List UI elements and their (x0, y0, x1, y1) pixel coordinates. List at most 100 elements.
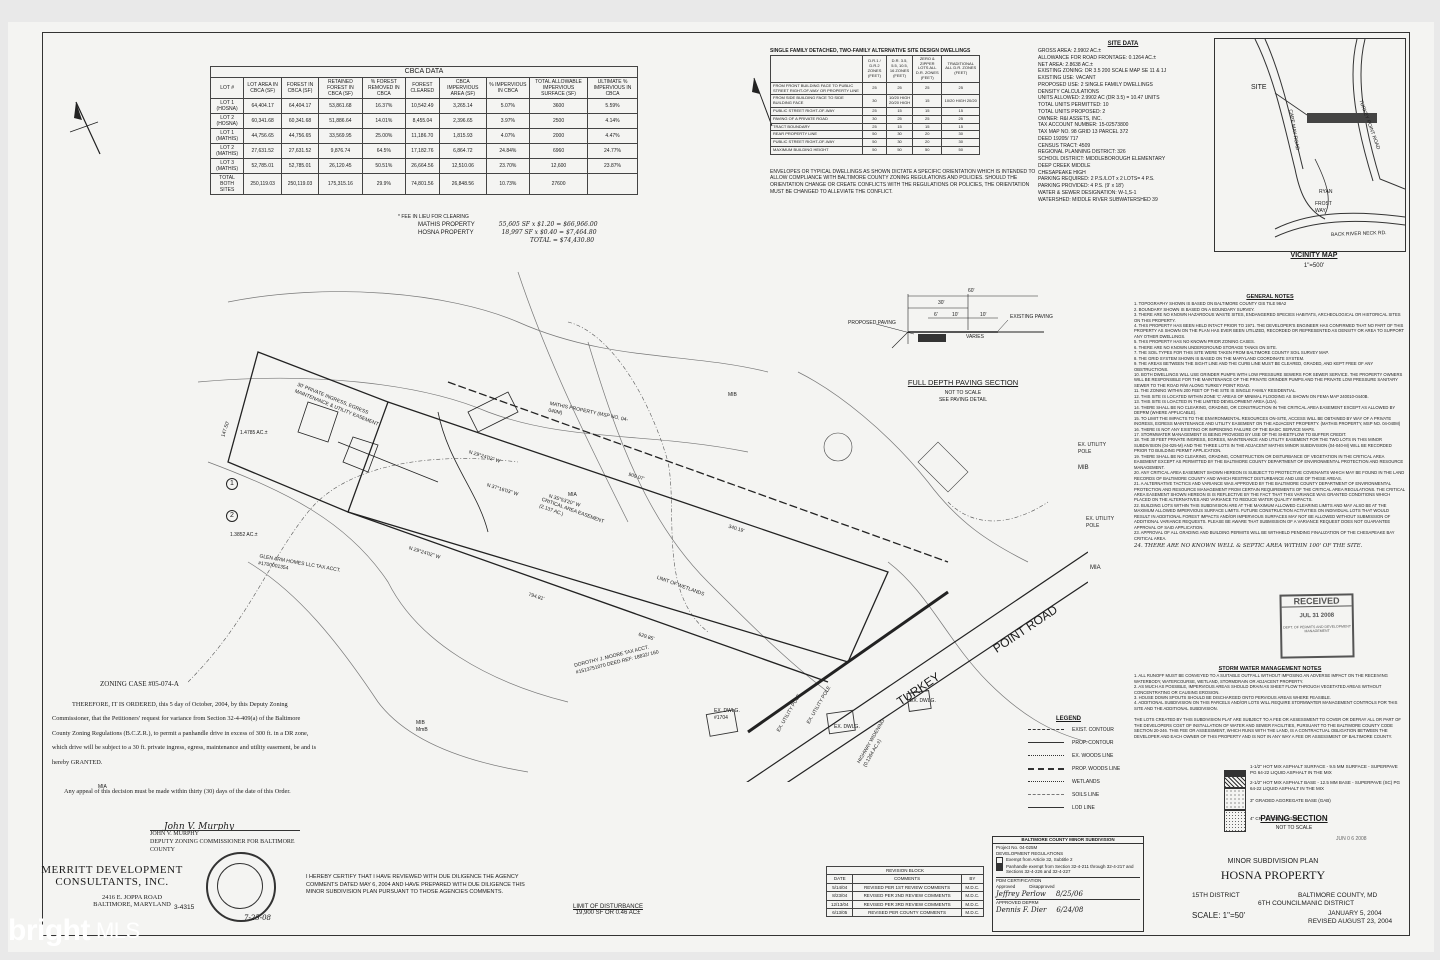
cbca-cell: 6960 (529, 143, 589, 160)
soil-mia-3: MIA (1090, 565, 1101, 571)
cbca-cell: 12,510.06 (438, 158, 487, 175)
fee-hosna-label: HOSNA PROPERTY (418, 229, 474, 236)
lot2-number: 2 (226, 510, 238, 522)
cbca-cell: 250,119.03 (281, 173, 319, 196)
cbca-cell: 5.07% (485, 98, 531, 115)
cbca-cell: 14.01% (361, 113, 406, 130)
company-address: 2416 E. JOPPA ROAD (101, 894, 163, 901)
alt-cell: 25 (861, 106, 887, 116)
cbca-col-header: FOREST CLEARED (404, 77, 440, 100)
cbca-cell: LOT 3 (MATHIS) (209, 158, 245, 175)
revision-cell: 5/14/04 (825, 882, 854, 893)
vicinity-title: VICINITY MAP (1290, 252, 1338, 259)
site-data-line: EXISTING USE: VACANT (1038, 75, 1096, 82)
proposed-paving-label: PROPOSED PAVING (848, 320, 896, 326)
exempt1-label: Exempt from Article 32, Subtitle 2 (1006, 856, 1073, 862)
general-note: 2. BOUNDARY SHOWN IS BASED ON A BOUNDARY… (1134, 306, 1255, 312)
ex-dwlg-1: EX. DWLG. #1704 (714, 708, 740, 721)
site-data-line: CHESAPEAKE HIGH (1038, 169, 1086, 176)
cbca-cell: 52,785.01 (281, 158, 319, 175)
site-data-line: SCHOOL DISTRICT: MIDDLEBOROUGH ELEMENTAR… (1038, 156, 1166, 163)
paving-dim-10b: 10' (980, 312, 987, 318)
revision-cell: REVISED PER 1ST REVIEW COMMENTS (852, 882, 962, 893)
alt-cell: PAVING OF A PRIVATE ROAD (770, 114, 863, 124)
legend-line-sample (1028, 755, 1064, 757)
general-note: 18. THE 30 FEET PRIVATE INGRESS, EGRESS,… (1134, 437, 1392, 454)
cbca-cell: 25.00% (361, 128, 406, 145)
paving-layer-4: 4" CR - 1 / CR - 6 / GAB (1250, 816, 1299, 821)
title-district: 15TH DISTRICT (1192, 892, 1240, 899)
general-note: 7. THE SOIL TYPES FOR THIS SITE WERE TAK… (1134, 350, 1329, 356)
full-depth-paving-detail: 60' 30' 6' 10' 10' PROPOSED PAVING EXIST… (848, 284, 1058, 360)
cbca-cell: 51,886.64 (317, 113, 363, 130)
cbca-cell: TOTAL BOTH SITES (209, 173, 245, 196)
watermark-suffix: MLS (95, 918, 140, 943)
alt-cell: 30 (941, 138, 980, 147)
general-note: 1. TOPOGRAPHY SHOWN IS BASED ON BALTIMOR… (1134, 301, 1287, 307)
site-data-title: SITE DATA (1107, 41, 1139, 47)
alt-cell: 30 (941, 130, 980, 140)
cbca-cell: 64,404.17 (281, 98, 319, 115)
title-date: JANUARY 5, 2004 (1328, 910, 1382, 917)
alt-col-header: TRADITIONAL ALL D.R. ZONES (FEET) (941, 54, 980, 83)
general-note: 6. THERE ARE NO KNOWN UNDERGROUND STORAG… (1134, 344, 1278, 350)
alt-cell: 15 (912, 94, 943, 108)
cbca-cell: LOT 2 (MATHIS) (209, 143, 245, 160)
company-name-2: CONSULTANTS, INC. (55, 876, 169, 888)
zoning-appeal-text: Any appeal of this decision must be made… (64, 788, 291, 795)
cbca-cell: 26,120.45 (317, 158, 363, 175)
alt-cell: 10/20 HIGH 20/20 HIGH (885, 94, 914, 108)
legend-line-sample (1028, 729, 1064, 731)
approved-deprm: APPROVED DEPRM (996, 899, 1140, 906)
site-data-line: CENSUS TRACT: 4509 (1038, 142, 1091, 149)
cbca-cell: 44,756.65 (281, 128, 319, 145)
legend-line-sample (1028, 767, 1064, 770)
cbca-cell: 4.07% (485, 128, 531, 145)
lot1-number: 1 (226, 478, 238, 490)
received-date: JUL 31 2008 (1299, 612, 1335, 620)
alt-cell: 25 (885, 81, 914, 96)
lot1-area: 1.4785 AC.± (240, 430, 268, 436)
swm-note: 1. ALL RUNOFF MUST BE CONVEYED TO A SUIT… (1134, 673, 1388, 684)
cbca-cell: 16.37% (361, 98, 406, 115)
cbca-col-header: LOT AREA IN CBCA (SF) (243, 77, 283, 100)
cbca-cell: 50.51% (361, 158, 406, 175)
alt-cell: 15 (941, 106, 980, 116)
full-depth-paving-sub1: NOT TO SCALE (944, 390, 982, 396)
alt-cell: 50 (861, 138, 887, 147)
cbca-cell: LOT 1 (MATHIS) (209, 128, 245, 145)
site-data-line: TAX MAP NO. 98 GRID 13 PARCEL 372 (1038, 129, 1129, 136)
revision-cell: 12/13/04 (825, 899, 854, 909)
table-row: FROM SIDE BUILDING FACE TO SIDE BUILDING… (770, 94, 980, 108)
swm-note: 4. ADDITIONAL SUBDIVISION ON THIS PARCEL… (1134, 700, 1398, 711)
cbca-col-header: % FOREST REMOVED IN CBCA (361, 77, 406, 100)
alt-cell: 50 (912, 145, 943, 155)
revision-cell: M.D.C. (960, 899, 985, 909)
alt-cell: 50 (861, 130, 887, 140)
general-note: 22. BUILDING LOTS WITHIN THIS SUBDIVISIO… (1134, 502, 1391, 530)
watermark-brand: bright (8, 914, 90, 947)
cbca-cell: 12,600 (529, 158, 589, 175)
legend-item: PROP. WOODS LINE (1028, 762, 1138, 775)
cbca-cell: 175,315.16 (317, 173, 363, 196)
cbca-cell: 9,876.74 (317, 143, 363, 160)
cbca-cell: 1,815.93 (438, 128, 487, 145)
title-scale: SCALE: 1"=50' (1192, 911, 1246, 920)
cbca-col-header: TOTAL ALLOWABLE IMPERVIOUS SURFACE (SF) (529, 77, 589, 100)
storm-water-notes: STORM WATER MANAGEMENT NOTES 1. ALL RUNO… (1134, 666, 1406, 739)
company-city: BALTIMORE, MARYLAND (93, 901, 171, 908)
alt-cell: 20 (912, 130, 943, 140)
lod-value: 19,900 SF OR 0.46 AC± (575, 910, 641, 916)
cbca-cell: 3.97% (485, 113, 531, 130)
general-notes-title: GENERAL NOTES (1246, 294, 1294, 300)
vicinity-road-ryan: RYAN (1319, 189, 1333, 195)
fee-total: TOTAL = $74,430.80 (530, 236, 595, 244)
revision-cell: REVISED PER 3RD REVIEW COMMENTS (852, 899, 962, 909)
cbca-cell: 4.14% (587, 113, 638, 130)
alt-col-header: D.R. 3.5, 5.5, 10.5, 16 ZONES (FEET) (885, 54, 914, 83)
general-note: 10. BOTH DWELLINGS WILL USE GRINDER PUMP… (1134, 372, 1403, 388)
ex-dwlg-3: EX. DWLG. (910, 698, 936, 704)
cbca-cell: 33,569.95 (317, 128, 363, 145)
